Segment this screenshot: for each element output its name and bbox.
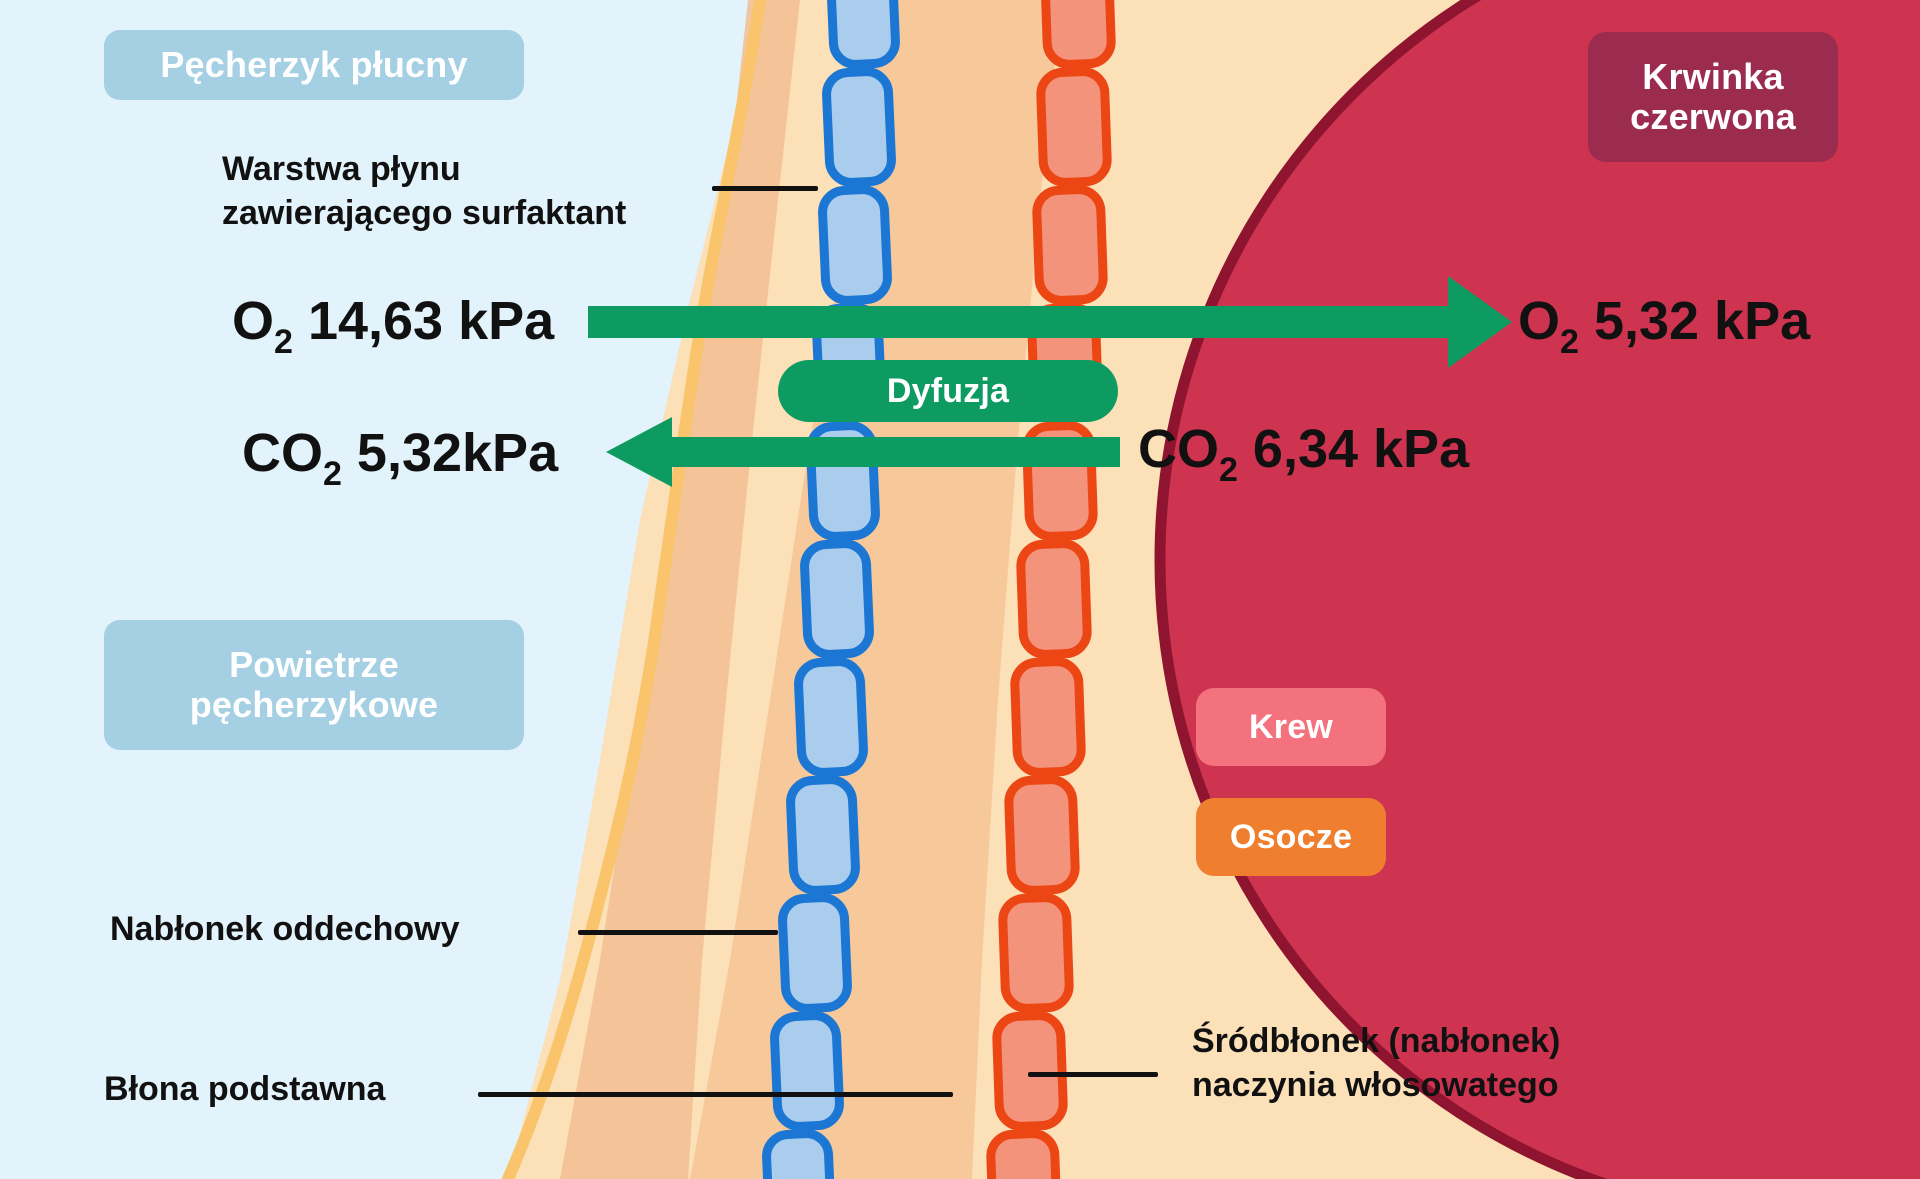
badge-plasma[interactable]: Osocze (1196, 798, 1386, 876)
badge-alveolar-air[interactable]: Powietrze pęcherzykowe (104, 620, 524, 750)
o2-diffusion-arrow (588, 276, 1512, 368)
o2-alveolar-subscript: 2 (274, 323, 293, 361)
gas-co2-blood: CO2 6,34 kPa (1138, 418, 1470, 489)
co2-alveolar-value: 5,32kPa (341, 423, 559, 483)
gas-o2-alveolar: O2 14,63 kPa (232, 290, 555, 361)
gas-co2-alveolar: CO2 5,32kPa (242, 422, 559, 493)
o2-blood-value: 5,32 kPa (1578, 291, 1811, 351)
o2-blood-subscript: 2 (1560, 323, 1579, 361)
gas-o2-blood: O2 5,32 kPa (1518, 290, 1811, 361)
co2-diffusion-arrow (606, 417, 1120, 487)
badge-diffusion[interactable]: Dyfuzja (778, 360, 1118, 422)
leader-line-epithelium (578, 930, 778, 935)
badge-alveolus[interactable]: Pęcherzyk płucny (104, 30, 524, 100)
co2-alveolar-formula: CO (242, 423, 323, 483)
co2-blood-subscript: 2 (1219, 451, 1238, 489)
label-surfactant-layer: Warstwa płynu zawierającego surfaktant (222, 150, 627, 232)
badge-blood[interactable]: Krew (1196, 688, 1386, 766)
label-respiratory-epithelium: Nabłonek oddechowy (110, 910, 460, 948)
o2-alveolar-formula: O (232, 291, 275, 351)
leader-line-endothelium (1028, 1072, 1158, 1077)
o2-alveolar-value: 14,63 kPa (292, 291, 555, 351)
co2-blood-value: 6,34 kPa (1237, 419, 1470, 479)
badge-red-blood-cell[interactable]: Krwinka czerwona (1588, 32, 1838, 162)
leader-line-basal (478, 1092, 953, 1097)
o2-blood-formula: O (1518, 291, 1561, 351)
co2-alveolar-subscript: 2 (323, 455, 342, 493)
label-basal-membrane: Błona podstawna (104, 1070, 386, 1108)
co2-blood-formula: CO (1138, 419, 1219, 479)
respiratory-epithelium-cells (762, 0, 900, 1179)
label-endothelium: Śródbłonek (nabłonek) naczynia włosowate… (1192, 1022, 1561, 1104)
leader-line-surfactant (712, 186, 818, 191)
